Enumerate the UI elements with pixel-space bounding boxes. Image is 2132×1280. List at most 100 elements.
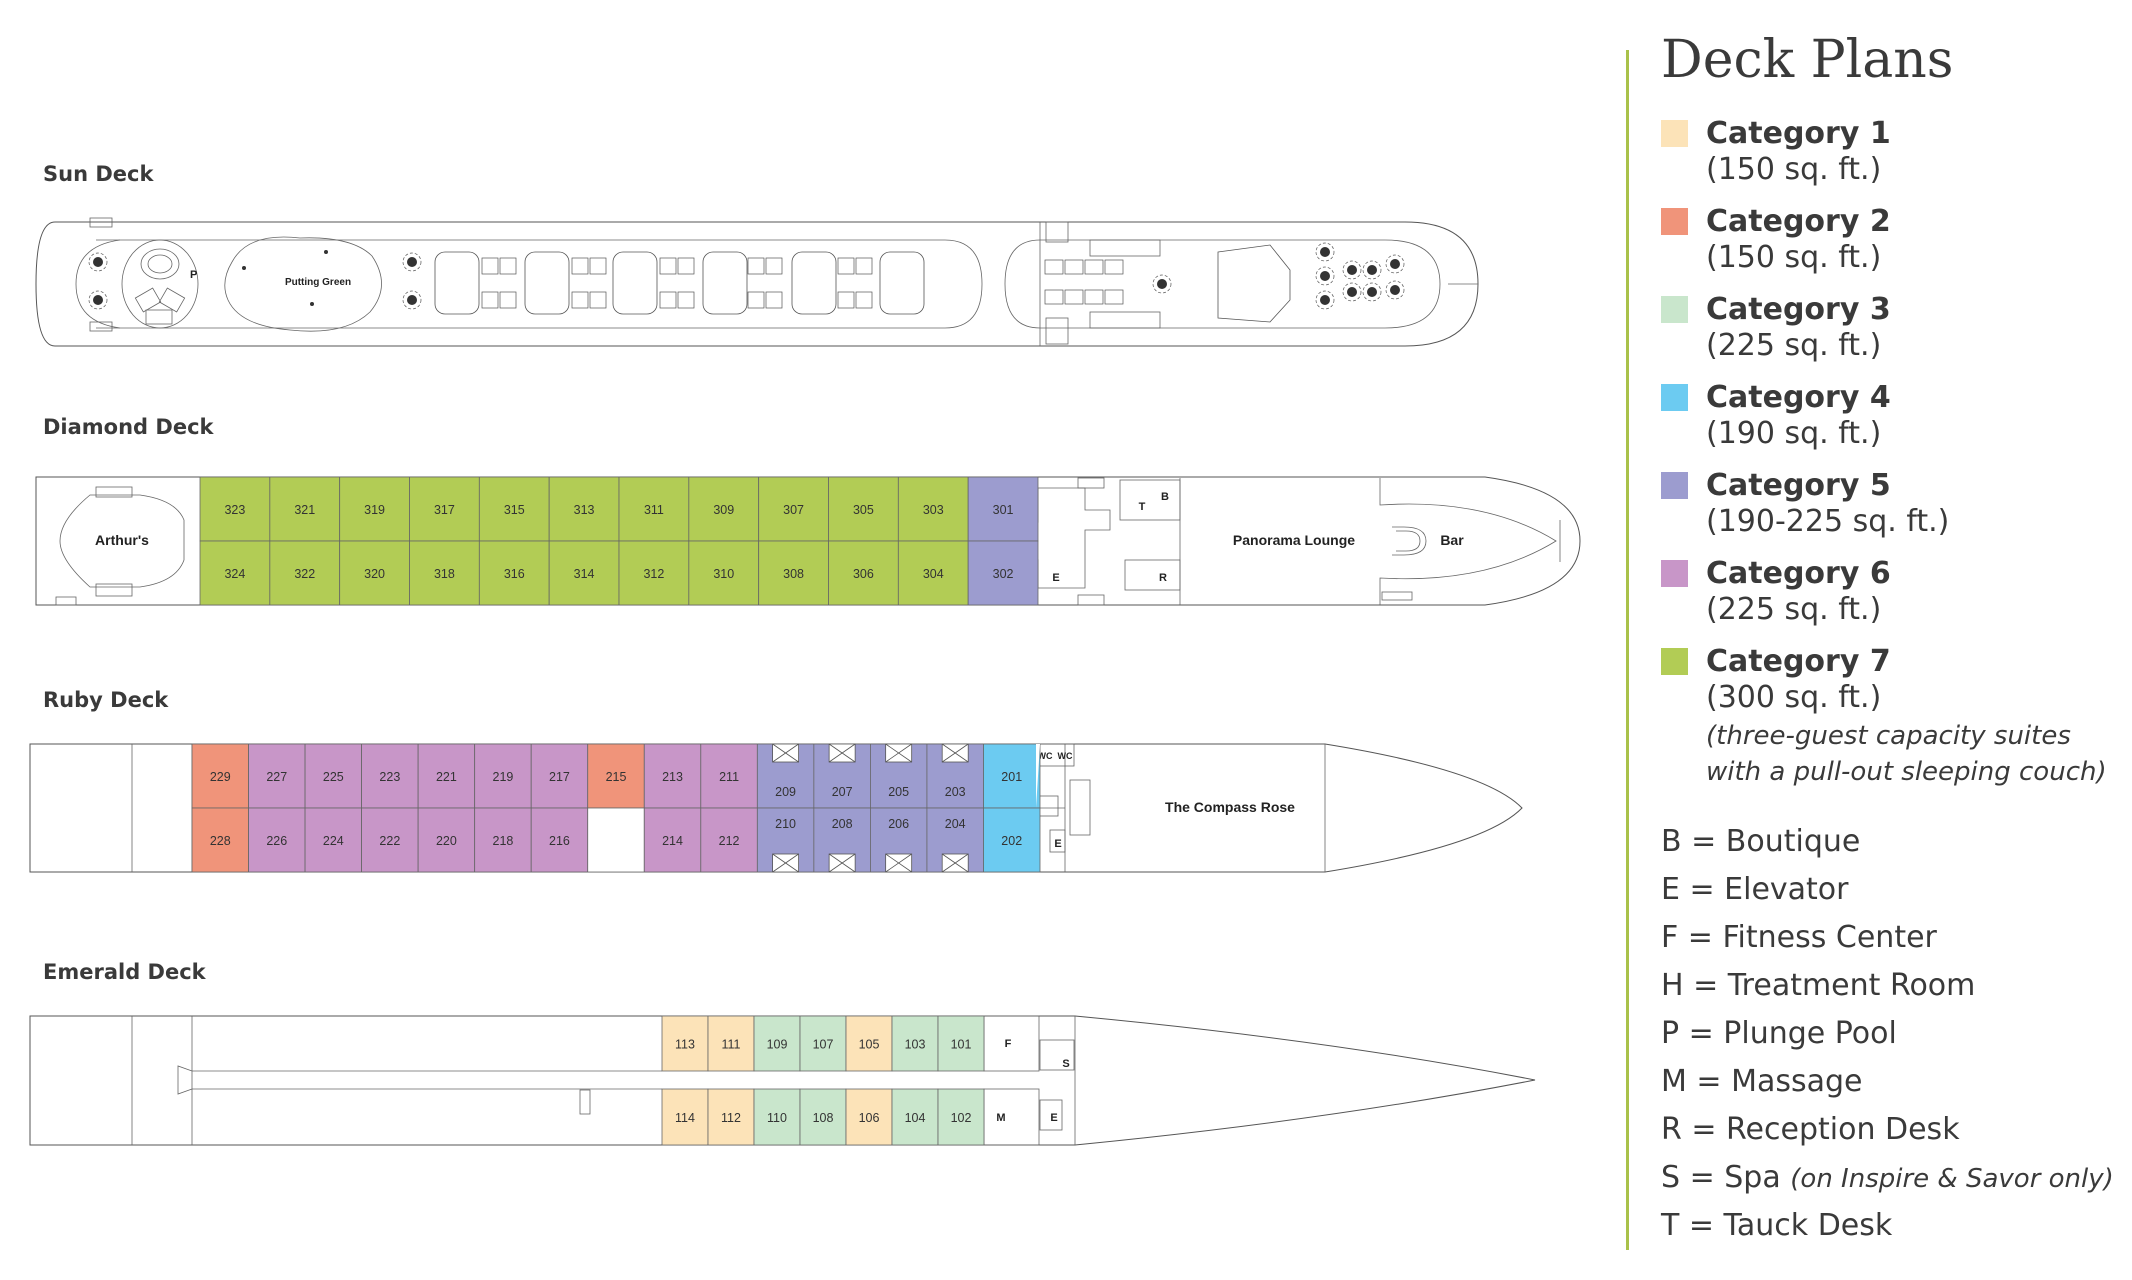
- sun-lounger-pod: [524, 251, 570, 315]
- ruby-cabin-number: 229: [210, 770, 231, 784]
- abbr-elevator: E = Elevator: [1661, 872, 1849, 907]
- category-3-swatch: [1661, 296, 1688, 323]
- sun-deck-fan-icon: [1157, 279, 1167, 289]
- emerald-cabin-number: 114: [675, 1111, 695, 1125]
- emerald-cabin-number: 110: [767, 1111, 787, 1125]
- diamond-cabin-323: [199, 476, 271, 542]
- category-1-size: (150 sq. ft.): [1706, 152, 1882, 187]
- sun-deck-fan-icon: [1347, 265, 1357, 275]
- ruby-cabin-228: [191, 807, 249, 873]
- ruby-balcony-mark: [772, 853, 799, 873]
- sun-table-set: [589, 257, 607, 275]
- diamond-cabin-number: 324: [224, 567, 245, 581]
- ruby-cabin-number: 225: [323, 770, 344, 784]
- sun-deck-title: Sun Deck: [43, 162, 154, 186]
- ruby-cabin-number: 208: [832, 817, 853, 831]
- category-4-swatch: [1661, 384, 1688, 411]
- sun-deck-fan-icon: [1152, 274, 1172, 294]
- category-7-swatch: [1661, 648, 1688, 675]
- sun-deck-fan-icon: [407, 295, 417, 305]
- sun-deck-fan-icon: [1385, 254, 1405, 274]
- diamond-cabin-number: 312: [643, 567, 664, 581]
- sun-table-set: [589, 291, 607, 309]
- ruby-cabin-number: 206: [888, 817, 909, 831]
- elevator-label: E: [1052, 572, 1059, 584]
- sun-deck-fan-icon: [1315, 266, 1335, 286]
- sun-deck-fan-icon: [1342, 260, 1362, 280]
- sun-deck-fan-icon: [88, 252, 108, 272]
- ruby-cabin-number: 215: [606, 770, 627, 784]
- emerald-cabin-number: 105: [859, 1038, 880, 1052]
- ruby-cabin-number: 217: [549, 770, 570, 784]
- diamond-cabin-number: 320: [364, 567, 385, 581]
- category-1-name: Category 1: [1706, 116, 1891, 151]
- diamond-cabin-number: 304: [923, 567, 944, 581]
- ruby-cabin-blank-7: [587, 807, 645, 873]
- legend-title: Deck Plans: [1661, 30, 1954, 90]
- sun-forward-seating: [1084, 289, 1104, 305]
- diamond-cabin-number: 313: [574, 503, 595, 517]
- abbr-fitness-center: F = Fitness Center: [1661, 920, 1937, 955]
- sun-deck-fan-icon: [1367, 265, 1377, 275]
- ruby-cabin-number: 220: [436, 834, 457, 848]
- ruby-cabin-number: 205: [888, 785, 909, 799]
- emerald-cabin-113: [661, 1015, 709, 1072]
- sun-forward-seating: [1044, 259, 1064, 275]
- wc-label-1: WC: [1038, 751, 1053, 761]
- tauck-desk-label: T: [1139, 501, 1146, 513]
- sun-deck-fan-icon: [402, 290, 422, 310]
- diamond-cabin-number: 315: [504, 503, 525, 517]
- sun-deck-fan-icon: [1315, 290, 1335, 310]
- category-5-swatch: [1661, 472, 1688, 499]
- diamond-cabin-308: [758, 540, 829, 606]
- sun-table-set: [571, 291, 589, 309]
- category-7-size: (300 sq. ft.): [1706, 680, 1882, 715]
- abbr-spa-note: (on Inspire & Savor only): [1790, 1164, 2114, 1194]
- diamond-cabin-number: 301: [993, 503, 1014, 517]
- sun-deck-fan-icon: [1342, 282, 1362, 302]
- ruby-balcony-mark: [828, 853, 856, 873]
- abbr-massage: M = Massage: [1661, 1064, 1863, 1099]
- emerald-cabin-number: 113: [675, 1038, 695, 1052]
- category-4-name: Category 4: [1706, 380, 1891, 415]
- plunge-pool: P: [121, 239, 199, 329]
- sun-deck-fan-icon: [1362, 260, 1382, 280]
- ruby-cabin-number: 207: [832, 785, 853, 799]
- emerald-cabin-114: [661, 1088, 709, 1146]
- sun-table-set: [499, 291, 517, 309]
- category-3-name: Category 3: [1706, 292, 1891, 327]
- ruby-cabin-number: 204: [945, 817, 966, 831]
- compass-rose-label: The Compass Rose: [1165, 799, 1295, 815]
- spa-label: S: [1062, 1058, 1069, 1070]
- diamond-cabin-301: [967, 476, 1039, 542]
- sun-table-set: [837, 257, 855, 275]
- diamond-cabin-310: [688, 540, 760, 606]
- ruby-cabin-number: 219: [493, 770, 514, 784]
- emerald-cabin-number: 109: [767, 1038, 788, 1052]
- sun-table-set: [747, 291, 765, 309]
- emerald-cabin-111: [707, 1015, 755, 1072]
- category-7-note: (three-guest capacity suites with a pull…: [1706, 718, 2107, 790]
- sun-deck-fan-icon: [1320, 271, 1330, 281]
- fitness-center-label: F: [1005, 1038, 1012, 1050]
- panorama-lounge-label: Panorama Lounge: [1233, 532, 1355, 548]
- ruby-balcony-mark: [885, 853, 912, 873]
- sun-table-set: [481, 257, 499, 275]
- emerald-cabin-107: [799, 1015, 847, 1072]
- category-2-swatch: [1661, 208, 1688, 235]
- category-6-size: (225 sq. ft.): [1706, 592, 1882, 627]
- sun-table-set: [765, 291, 783, 309]
- sun-deck-fan-icon: [1390, 285, 1400, 295]
- ruby-balcony-mark: [941, 743, 969, 763]
- sun-deck-fan-icon: [402, 252, 422, 272]
- ruby-cabin-number: 201: [1001, 770, 1022, 784]
- diamond-cabin-306: [828, 540, 899, 606]
- wheelhouse: [1217, 244, 1291, 323]
- diamond-cabin-number: 302: [993, 567, 1014, 581]
- emerald-cabin-105: [845, 1015, 893, 1072]
- diamond-cabin-number: 311: [644, 503, 664, 517]
- ruby-cabin-number: 211: [719, 770, 739, 784]
- diamond-cabin-number: 319: [364, 503, 385, 517]
- ruby-elevator-label: E: [1054, 838, 1061, 850]
- sun-deck-fan-icon: [93, 295, 103, 305]
